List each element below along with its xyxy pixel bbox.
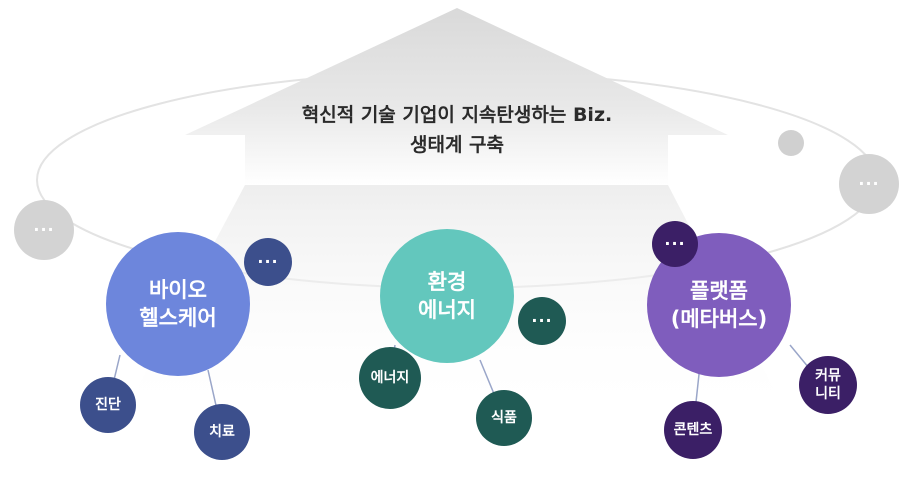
energy-label: 에너지 [370,370,410,386]
grey-node-right [839,154,899,214]
diagnosis-node [80,377,136,433]
energy-node [359,347,421,409]
food-node [476,390,532,446]
center-title: 혁신적 기술 기업이 지속탄생하는 Biz. 생태계 구축 [301,104,613,156]
env-more-node [518,297,566,345]
community-label: 커뮤 니티 [815,368,841,402]
treatment-label: 치료 [209,424,235,440]
env-energy-label: 환경 에너지 [418,270,476,322]
community-node [799,356,857,414]
bio-more-icon[interactable]: ··· [257,252,279,271]
food-label: 식품 [491,410,517,426]
diagnosis-label: 진단 [95,397,121,413]
content-node [664,401,722,459]
env-more-icon[interactable]: ··· [531,311,553,330]
content-label: 콘텐츠 [673,422,713,438]
platform-node [647,233,791,377]
grey-left-more-icon[interactable]: ··· [33,220,55,239]
platform-more-node [652,221,698,267]
grey-node-small-right [778,130,804,156]
house-roof [185,8,728,185]
bio-healthcare-label: 바이오 헬스케어 [139,278,217,330]
platform-more-icon[interactable]: ··· [664,234,686,253]
bio-healthcare-node [106,232,250,376]
grey-right-more-icon[interactable]: ··· [858,174,880,193]
bio-more-node [244,238,292,286]
env-energy-node [380,229,514,363]
treatment-node [194,404,250,460]
grey-node-left [14,200,74,260]
platform-label: 플랫폼 (메타버스) [670,279,768,331]
